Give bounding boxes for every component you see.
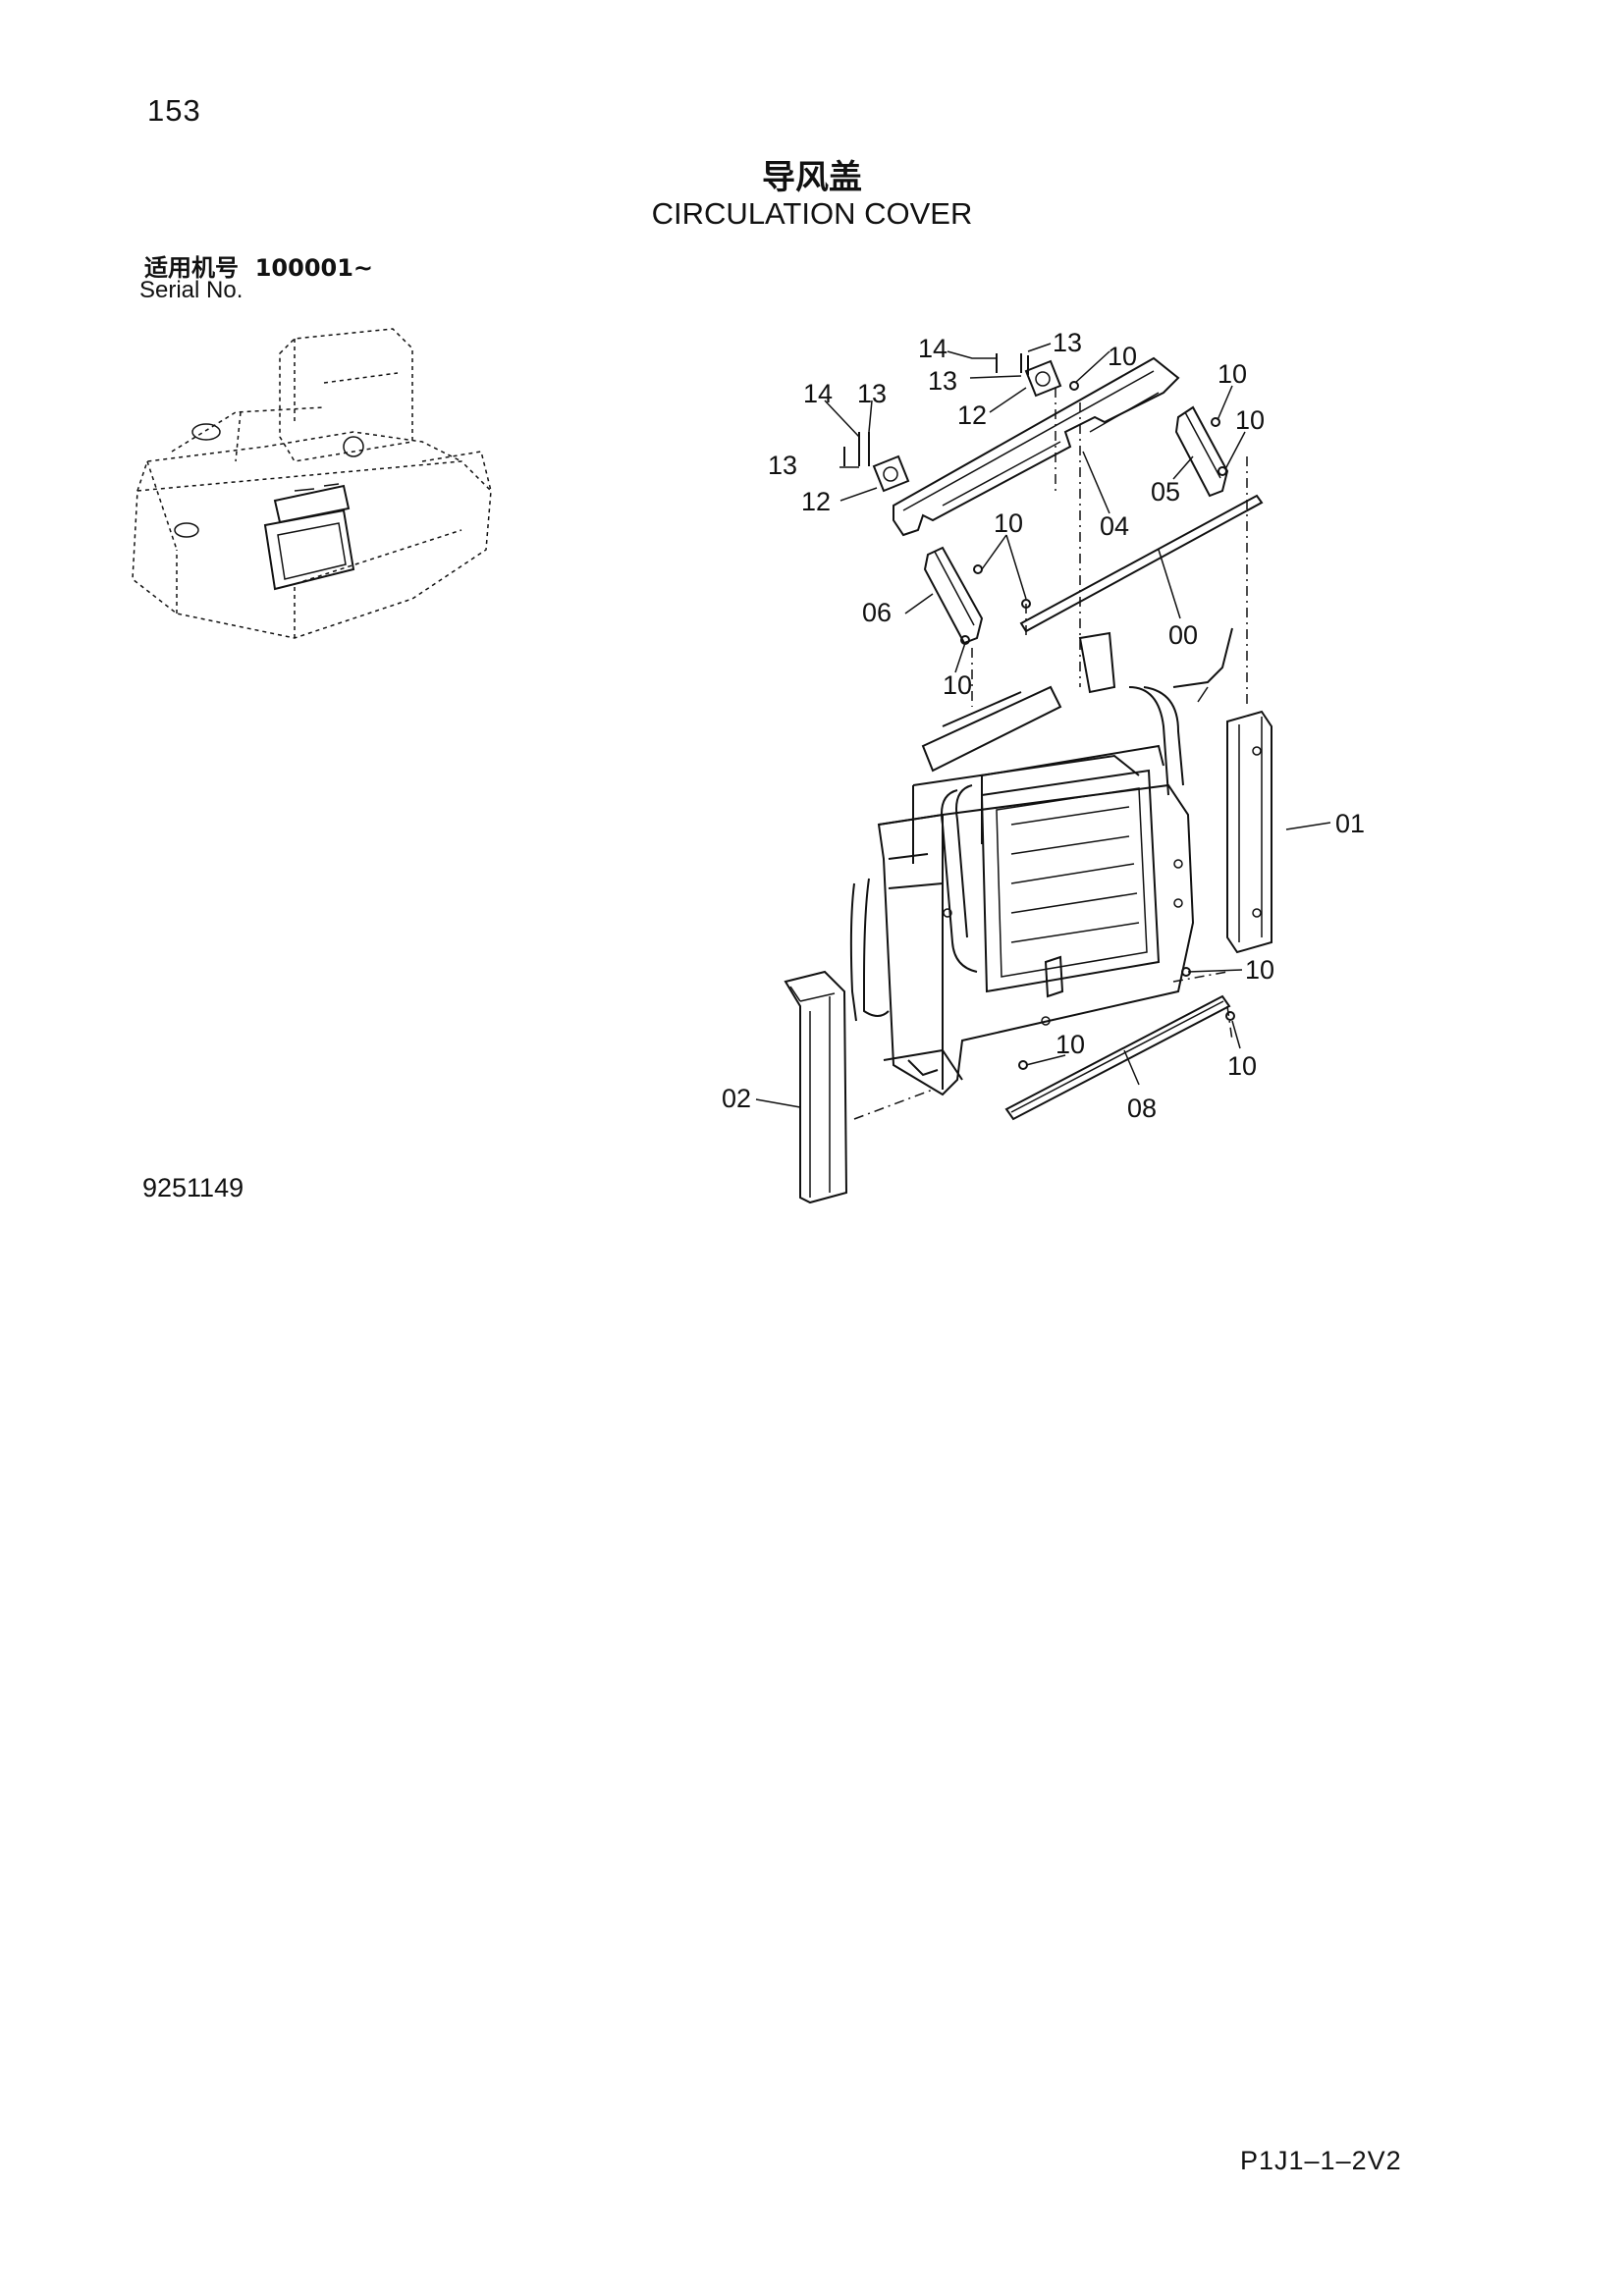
callout-12-top: 12 — [957, 400, 987, 430]
callout-13-left-top: 13 — [857, 379, 887, 408]
page-code: P1J1–1–2V2 — [1240, 2146, 1402, 2175]
part-01-right-panel — [1226, 710, 1272, 954]
callout-13-top-left: 13 — [928, 366, 957, 396]
callout-10-bottom: 10 — [1056, 1030, 1085, 1059]
serial-label-english: Serial No. — [139, 277, 244, 303]
callout-04: 04 — [1100, 511, 1129, 541]
callout-labels: 14 13 13 12 14 13 13 12 10 10 10 05 04 1… — [722, 328, 1365, 1123]
title-chinese: 导风盖 — [762, 158, 862, 197]
callout-12-left: 12 — [801, 487, 831, 516]
title-english: CIRCULATION COVER — [651, 196, 973, 231]
part-00-seal-strip — [1019, 494, 1264, 633]
callout-10-bottom-right-lower: 10 — [1227, 1051, 1257, 1081]
page-number: 153 — [147, 93, 201, 128]
callout-10-middle: 10 — [994, 508, 1023, 538]
serial-label-cn-text: 适用机号 — [144, 254, 239, 282]
callout-leader-lines — [755, 343, 1331, 1108]
part-05-right-strip — [1174, 405, 1229, 498]
part-13-14-pins — [843, 353, 1029, 466]
callout-05: 05 — [1151, 477, 1180, 507]
assembly-center-lines — [853, 388, 1248, 1120]
radiator-frame-assembly — [849, 627, 1233, 1096]
part-12-plates — [872, 359, 1062, 493]
callout-14-top: 14 — [918, 334, 947, 363]
serial-label-chinese: 适用机号 100001~ — [144, 248, 373, 283]
drawing-number: 9251149 — [142, 1173, 244, 1202]
callout-06: 06 — [862, 598, 892, 627]
callout-10-bottom-right: 10 — [1245, 955, 1274, 985]
callout-13-left: 13 — [768, 451, 797, 480]
callout-10-top: 10 — [1108, 342, 1137, 371]
callout-08: 08 — [1127, 1094, 1157, 1123]
serial-range: 100001~ — [254, 254, 374, 282]
part-08-bottom-strip — [1004, 994, 1231, 1121]
callout-10-left-lower: 10 — [943, 670, 972, 700]
callout-14-left: 14 — [803, 379, 833, 408]
callout-00: 00 — [1168, 620, 1198, 650]
callout-13-top-right: 13 — [1053, 328, 1082, 357]
machine-overview-illustration — [132, 328, 492, 639]
callout-01: 01 — [1335, 809, 1365, 838]
part-04-upper-cover — [893, 356, 1180, 537]
callout-10-right-upper: 10 — [1218, 359, 1247, 389]
part-06-left-strip — [923, 546, 984, 645]
callout-02: 02 — [722, 1084, 751, 1113]
part-02-left-post — [784, 970, 848, 1204]
callout-10-right: 10 — [1235, 405, 1265, 435]
